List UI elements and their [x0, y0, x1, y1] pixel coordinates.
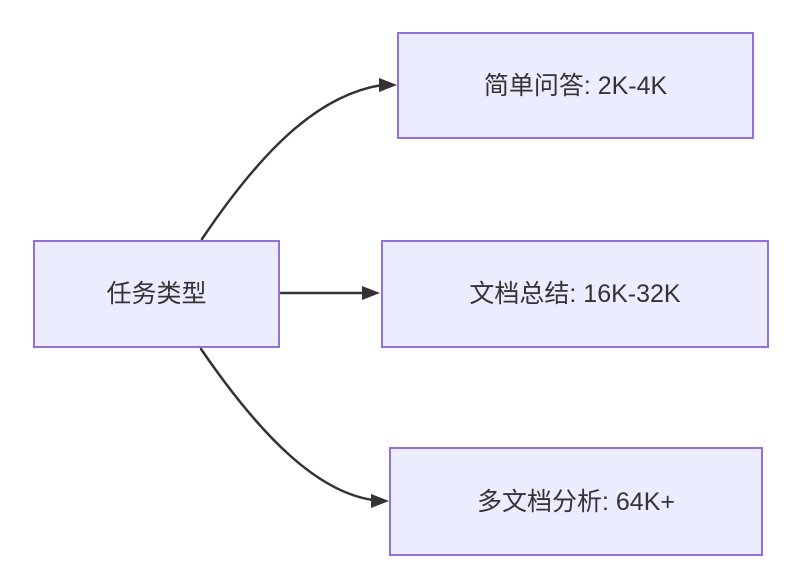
arrowhead-icon [362, 286, 380, 300]
edge-task-type-to-simple-qa [200, 78, 397, 241]
edge-task-type-to-multi-doc [199, 347, 389, 508]
node-multi-doc: 多文档分析: 64K+ [389, 447, 763, 556]
node-doc-summary: 文档总结: 16K-32K [381, 240, 769, 348]
node-simple-qa: 简单问答: 2K-4K [397, 32, 754, 139]
edge-task-type-to-doc-summary [279, 286, 380, 300]
node-simple-qa-label: 简单问答: 2K-4K [483, 71, 668, 100]
arrowhead-icon [379, 78, 397, 92]
node-task-type-label: 任务类型 [106, 280, 207, 308]
node-task-type: 任务类型 [33, 240, 280, 348]
node-multi-doc-label: 多文档分析: 64K+ [477, 487, 675, 516]
node-doc-summary-label: 文档总结: 16K-32K [469, 280, 681, 308]
arrowhead-icon [371, 494, 389, 508]
